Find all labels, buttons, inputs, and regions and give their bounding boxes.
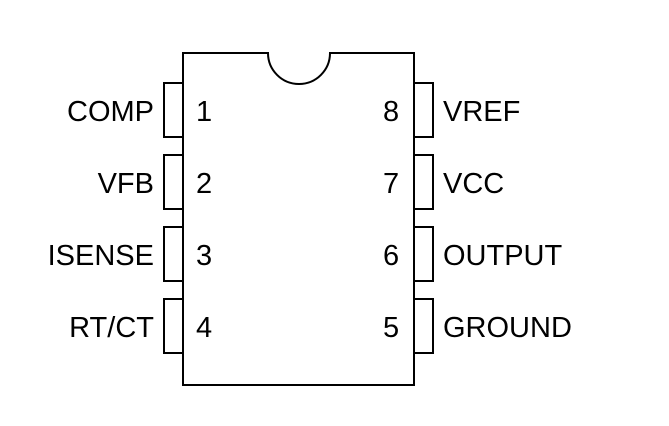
pin-4-lead <box>163 298 184 354</box>
pin-8-lead <box>413 82 434 138</box>
pin-7-number: 7 <box>383 168 399 200</box>
pin-2-number: 2 <box>196 168 212 200</box>
pin-2-label: VFB <box>98 168 154 200</box>
pin-6-lead <box>413 226 434 282</box>
pin-5-label: GROUND <box>443 312 572 344</box>
pin-5-lead <box>413 298 434 354</box>
pin-4-number: 4 <box>196 312 212 344</box>
pin-3-lead <box>163 226 184 282</box>
pin-5-number: 5 <box>383 312 399 344</box>
pin-7-lead <box>413 154 434 210</box>
pin-1-label: COMP <box>67 96 154 128</box>
pin-6-number: 6 <box>383 240 399 272</box>
pin-1-lead <box>163 82 184 138</box>
pin-1-number: 1 <box>196 96 212 128</box>
pin-7-label: VCC <box>443 168 504 200</box>
pin-8-label: VREF <box>443 96 520 128</box>
pin-3-label: ISENSE <box>48 240 154 272</box>
pin-3-number: 3 <box>196 240 212 272</box>
pin-6-label: OUTPUT <box>443 240 563 272</box>
chip-body <box>182 52 415 386</box>
pin-8-number: 8 <box>383 96 399 128</box>
pin-2-lead <box>163 154 184 210</box>
pin-4-label: RT/CT <box>69 312 154 344</box>
